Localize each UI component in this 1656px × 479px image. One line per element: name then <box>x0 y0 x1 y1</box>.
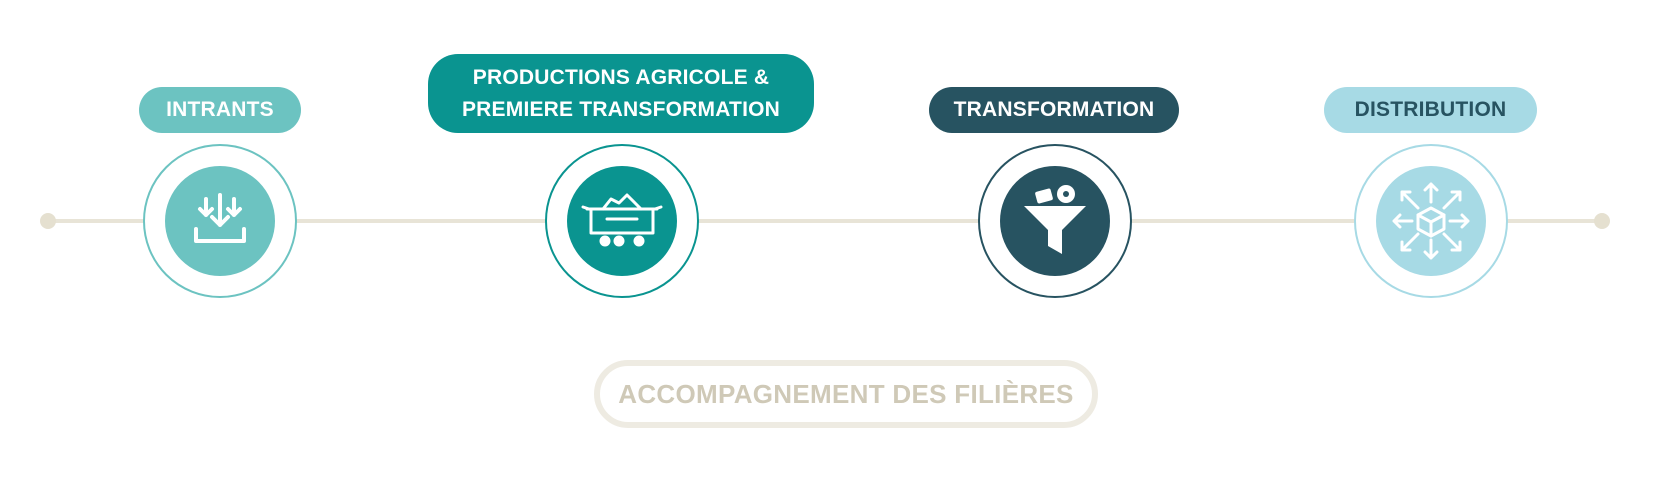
stage-label-line2: PREMIERE TRANSFORMATION <box>461 97 781 121</box>
timeline-end-dot <box>1594 213 1610 229</box>
stage-node-intrants <box>143 144 297 298</box>
stage-label-transformation: TRANSFORMATION <box>929 87 1179 133</box>
funnel-icon <box>1024 185 1086 254</box>
input-arrows-icon <box>194 193 246 243</box>
stage-node-inner <box>567 166 677 276</box>
box-distribution-icon <box>1392 182 1470 260</box>
stage-node-distribution <box>1354 144 1508 298</box>
stage-label-text: PRODUCTIONS AGRICOLE & PREMIERE TRANSFOR… <box>462 62 780 126</box>
harvest-cart-icon <box>581 193 663 247</box>
stage-label-productions: PRODUCTIONS AGRICOLE & PREMIERE TRANSFOR… <box>428 54 814 133</box>
support-banner: ACCOMPAGNEMENT DES FILIÈRES <box>594 360 1098 428</box>
stage-label-text: INTRANTS <box>166 98 274 121</box>
support-label: ACCOMPAGNEMENT DES FILIÈRES <box>618 378 1074 409</box>
stage-label-text: TRANSFORMATION <box>953 98 1155 121</box>
timeline-line <box>47 219 1607 223</box>
stage-label-intrants: INTRANTS <box>139 87 301 133</box>
stage-node-transformation <box>978 144 1132 298</box>
stage-node-inner <box>1376 166 1486 276</box>
stage-node-productions <box>545 144 699 298</box>
stage-label-line1: PRODUCTIONS AGRICOLE & <box>472 65 770 89</box>
stage-node-inner <box>165 166 275 276</box>
stage-node-inner <box>1000 166 1110 276</box>
timeline-start-dot <box>40 213 56 229</box>
stage-label-distribution: DISTRIBUTION <box>1324 87 1537 133</box>
stage-label-text: DISTRIBUTION <box>1354 98 1507 121</box>
